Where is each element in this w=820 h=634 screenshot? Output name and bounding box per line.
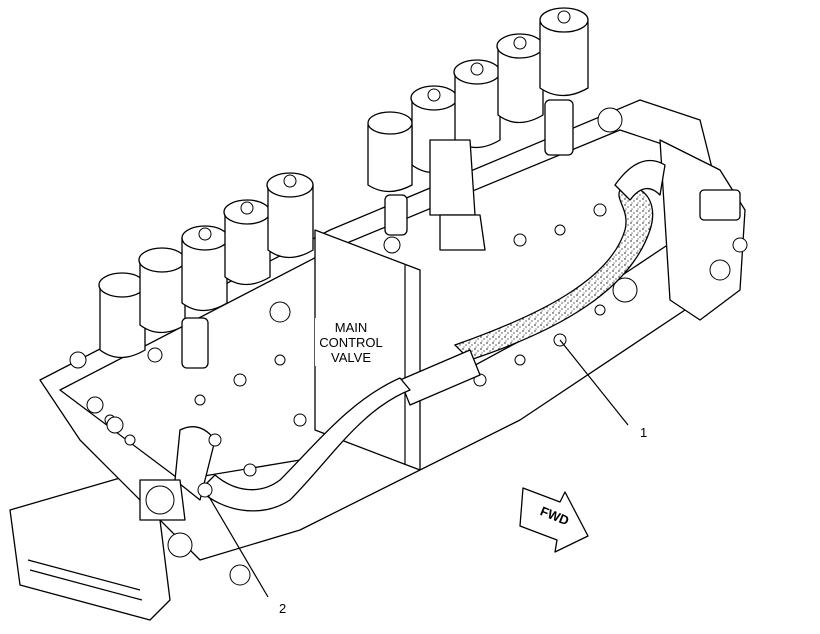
label-line-2: CONTROL <box>319 335 383 350</box>
label-line-3: VALVE <box>331 350 371 365</box>
body-holes <box>104 194 646 477</box>
callout-1: 1 <box>559 339 647 440</box>
right-fittings <box>612 139 748 321</box>
label-line-1: MAIN <box>335 320 368 335</box>
callout-1-number: 1 <box>640 425 647 440</box>
solenoids-left <box>98 172 314 359</box>
solenoid <box>496 33 544 124</box>
forward-direction-arrow: FWD <box>519 487 589 553</box>
solenoid <box>138 247 186 334</box>
solenoid <box>98 272 146 359</box>
solenoid <box>367 111 413 193</box>
solenoid <box>181 225 229 312</box>
tube-fittings <box>139 426 251 586</box>
solenoid <box>539 7 589 97</box>
solenoid <box>453 59 501 149</box>
solenoid <box>223 199 271 286</box>
solenoid <box>266 172 314 259</box>
solenoids-right <box>367 7 589 193</box>
callout-2: 2 <box>207 494 286 616</box>
valve-stems <box>181 99 623 369</box>
front-bolts <box>69 347 163 434</box>
hose-assembly <box>199 159 666 512</box>
main-control-valve-label: MAIN CONTROL VALVE <box>315 318 387 366</box>
callout-2-number: 2 <box>279 601 286 616</box>
